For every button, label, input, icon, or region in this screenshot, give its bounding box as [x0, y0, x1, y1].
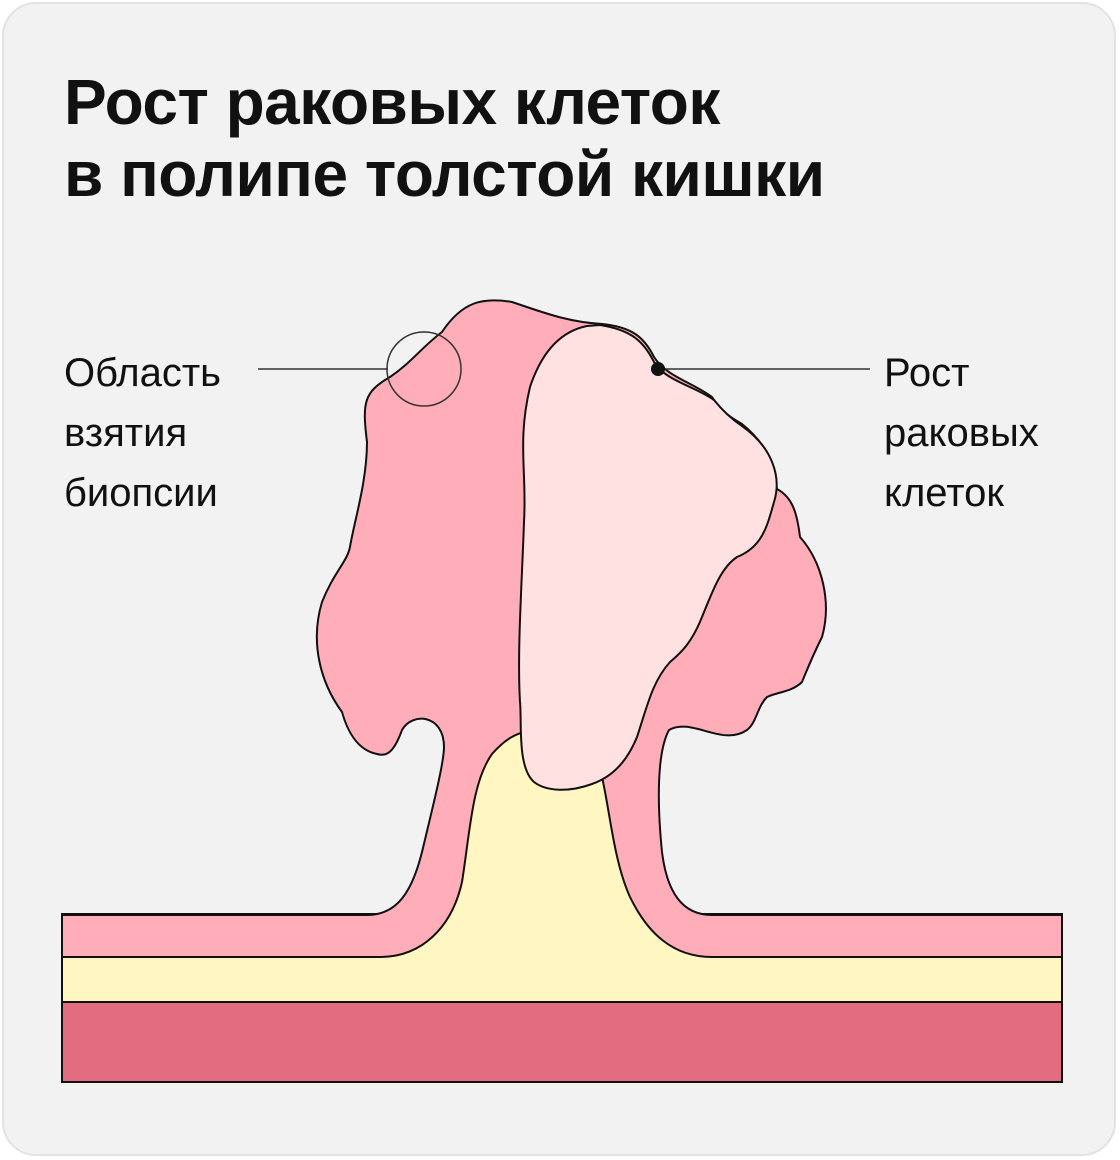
cancer-label-line-3: клеток	[884, 471, 1004, 515]
biopsy-label-line-1: Область	[64, 351, 221, 395]
title-line-1: Рост раковых клеток	[64, 66, 720, 138]
cancer-label-line-1: Рост	[884, 351, 970, 395]
cancer-growth-label: Рост раковых клеток	[884, 343, 1039, 523]
cancer-growth-marker-dot	[651, 362, 665, 376]
cancer-cells-region	[518, 324, 778, 791]
biopsy-label-line-2: взятия	[64, 411, 188, 455]
cancer-label-line-2: раковых	[884, 411, 1039, 455]
polyp-illustration	[61, 299, 1063, 1083]
title-line-2: в полипе толстой кишки	[64, 138, 825, 210]
page-title: Рост раковых клеток в полипе толстой киш…	[64, 66, 825, 210]
biopsy-label-line-3: биопсии	[64, 471, 218, 515]
muscle-layer	[61, 1001, 1063, 1083]
biopsy-area-label: Область взятия биопсии	[64, 343, 221, 523]
